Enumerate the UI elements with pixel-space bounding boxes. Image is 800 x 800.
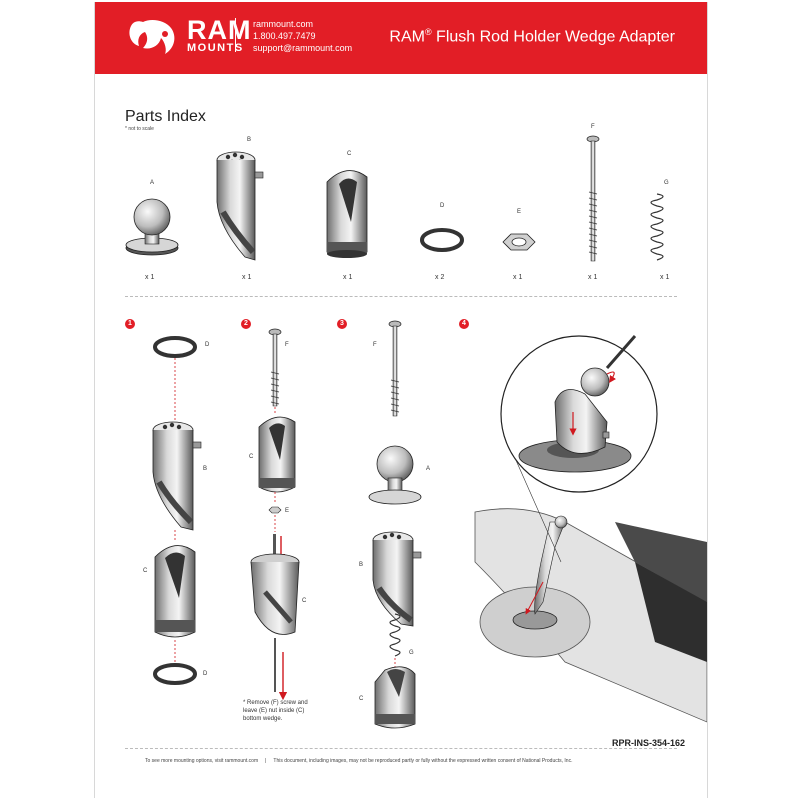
part-d-o-ring — [420, 228, 464, 252]
part-g-spring — [650, 193, 664, 261]
step4-illustration — [474, 335, 707, 723]
part-letter-f: F — [591, 124, 595, 130]
part-letter-a: A — [150, 180, 155, 186]
step2-callout-c-top: C — [249, 454, 254, 460]
ram-mounts-logo: RAM MOUNTS — [125, 16, 251, 56]
part-letter-c: C — [347, 151, 352, 157]
footer-separator: | — [265, 758, 267, 764]
step-2-badge: 2 — [241, 319, 251, 329]
part-qty-e: x 1 — [513, 274, 523, 281]
step1-callout-d-top: D — [205, 342, 210, 348]
step3-callout-c: C — [359, 696, 364, 702]
part-letter-b: B — [247, 137, 252, 143]
step3-callout-g: G — [409, 650, 414, 656]
footer-website-text[interactable]: To see more mounting options, visit ramm… — [145, 758, 259, 764]
section-divider-bottom — [125, 748, 677, 749]
contact-email[interactable]: support@rammount.com — [253, 43, 353, 53]
parts-index-title: Parts Index — [125, 108, 206, 125]
step2-callout-f: F — [285, 342, 289, 348]
part-qty-f: x 1 — [588, 274, 598, 281]
title-product: Flush Rod Holder Wedge Adapter — [431, 28, 675, 46]
step2-illustration — [250, 328, 300, 701]
step2-callout-e: E — [285, 508, 290, 514]
instruction-page: RAM MOUNTS rammount.com 1.800.497.7479 s… — [94, 2, 708, 798]
step-1-badge: 1 — [125, 319, 135, 329]
instruction-illustrations — [125, 135, 707, 729]
part-qty-a: x 1 — [145, 274, 155, 281]
step3-callout-a: A — [426, 466, 431, 472]
step2-callout-c-bottom: C — [302, 598, 307, 604]
section-divider-top — [125, 296, 677, 297]
logo-text-ram: RAM — [187, 15, 252, 45]
step1-callout-c: C — [143, 568, 148, 574]
contact-phone: 1.800.497.7479 — [253, 31, 316, 41]
title-brand: RAM — [389, 28, 425, 46]
parts-index-note: * not to scale — [125, 126, 154, 132]
step3-callout-f: F — [373, 342, 377, 348]
step-4-badge: 4 — [459, 319, 469, 329]
footer-copyright-text: This document, including images, may not… — [273, 758, 573, 764]
part-qty-d: x 2 — [435, 274, 445, 281]
step1-illustration — [152, 336, 202, 685]
part-letter-d: D — [440, 203, 445, 209]
part-a-ball-base — [125, 198, 179, 256]
step1-callout-d-bottom: D — [203, 671, 208, 677]
header-separator — [235, 18, 236, 52]
step-3-badge: 3 — [337, 319, 347, 329]
part-letter-g: G — [664, 180, 669, 186]
page-footer: To see more mounting options, visit ramm… — [145, 758, 572, 764]
contact-website[interactable]: rammount.com — [253, 19, 314, 29]
part-b-top-wedge — [216, 151, 264, 261]
page-title: RAM® Flush Rod Holder Wedge Adapter — [389, 27, 675, 46]
part-qty-g: x 1 — [660, 274, 670, 281]
ram-head-icon — [129, 20, 175, 54]
step1-callout-b: B — [203, 466, 208, 472]
contact-info: rammount.com 1.800.497.7479 support@ramm… — [253, 18, 352, 54]
part-qty-b: x 1 — [242, 274, 252, 281]
registered-mark: ® — [424, 27, 432, 37]
step3-callout-b: B — [359, 562, 364, 568]
logo-text-mounts: MOUNTS — [187, 42, 244, 54]
part-c-bottom-wedge — [326, 170, 368, 258]
part-f-screw — [586, 135, 600, 262]
part-e-nut — [502, 233, 536, 251]
header-bar: RAM MOUNTS rammount.com 1.800.497.7479 s… — [95, 2, 707, 74]
part-qty-c: x 1 — [343, 274, 353, 281]
part-letter-e: E — [517, 209, 522, 215]
document-id: RPR-INS-354-162 — [611, 738, 685, 748]
step3-illustration — [368, 320, 422, 729]
step2-note: * Remove (F) screw and leave (E) nut ins… — [243, 700, 308, 722]
